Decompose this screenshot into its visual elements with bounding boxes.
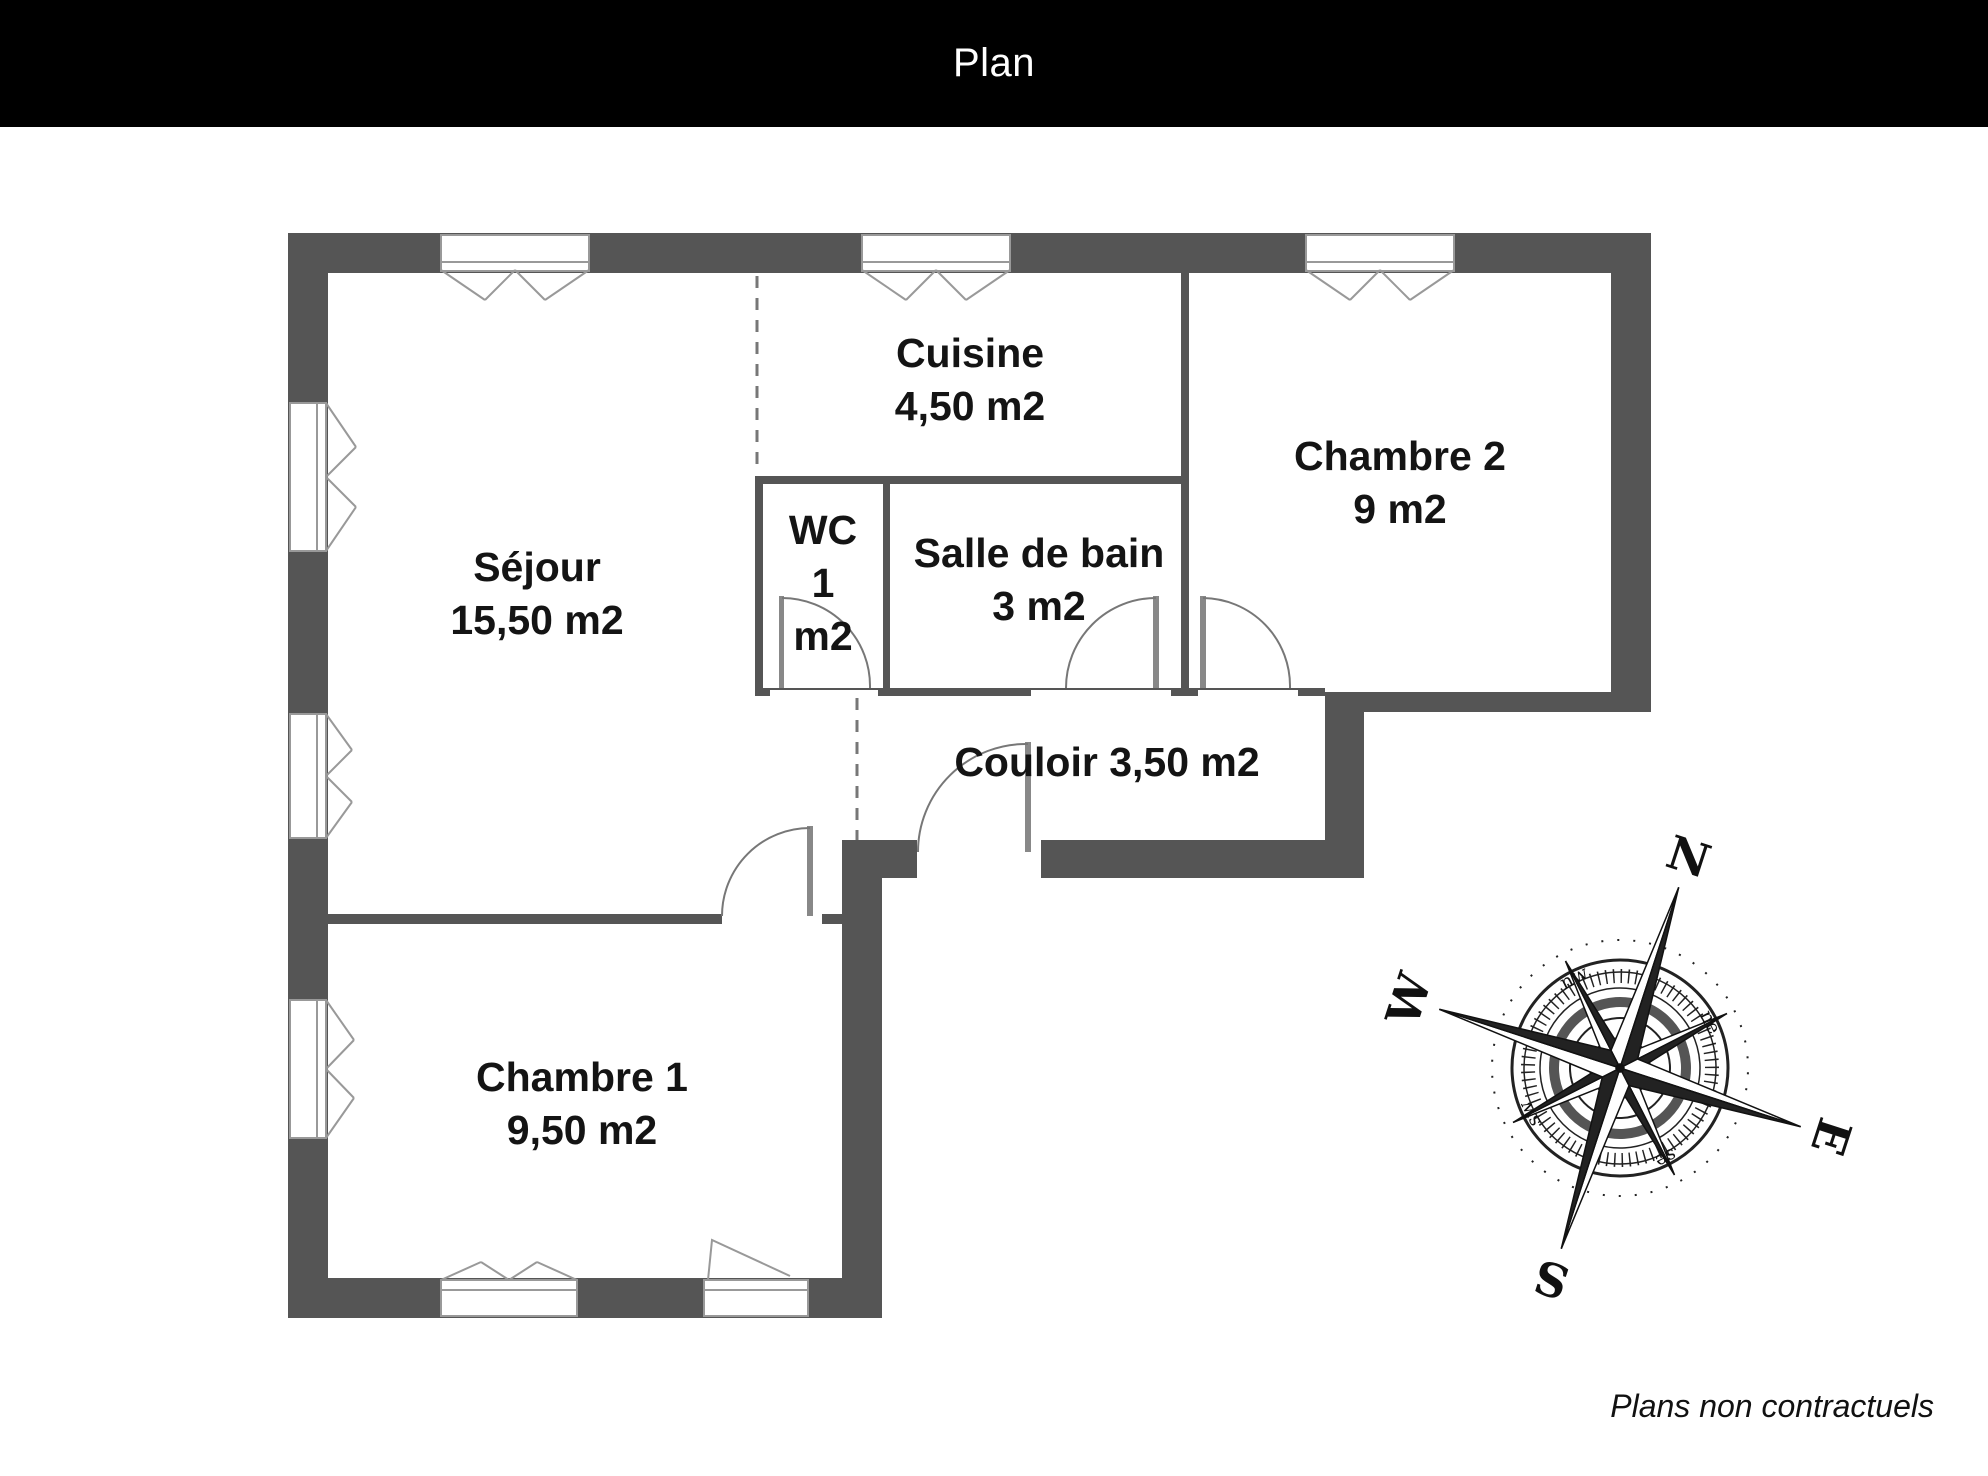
door-couloir-entry bbox=[917, 742, 1031, 853]
disclaimer-text: Plans non contractuels bbox=[1610, 1388, 1934, 1424]
label-wc-1: WC bbox=[789, 507, 857, 553]
label-chambre2-area: 9 m2 bbox=[1353, 486, 1446, 532]
door-sejour-chambre1 bbox=[721, 826, 813, 917]
label-cuisine-area: 4,50 m2 bbox=[895, 383, 1045, 429]
label-sejour-area: 15,50 m2 bbox=[450, 597, 623, 643]
label-chambre2-name: Chambre 2 bbox=[1294, 433, 1506, 479]
window-chambre1-left bbox=[289, 999, 355, 1139]
wall-cuisine-bottom bbox=[755, 476, 1189, 484]
label-wc-2: 1 bbox=[812, 560, 835, 606]
label-cuisine-name: Cuisine bbox=[896, 330, 1044, 376]
door-chambre2 bbox=[1200, 596, 1292, 689]
window-sejour-left-1 bbox=[289, 402, 357, 552]
door-wc bbox=[779, 596, 872, 689]
label-sdb-name: Salle de bain bbox=[914, 530, 1165, 576]
compass-north-label: N bbox=[1660, 825, 1717, 889]
wall-chambre1-top bbox=[328, 914, 842, 924]
door-swings bbox=[721, 596, 1292, 917]
label-couloir: Couloir 3,50 m2 bbox=[954, 739, 1259, 785]
compass-star-major bbox=[1439, 887, 1801, 1249]
windows bbox=[289, 234, 1455, 1317]
compass-se-label: se bbox=[1652, 1143, 1681, 1172]
label-sejour-name: Séjour bbox=[473, 544, 601, 590]
window-sejour-top bbox=[440, 234, 590, 301]
wall-right bbox=[1611, 233, 1651, 712]
compass-rose: N E S W ne se sw nw bbox=[1375, 825, 1862, 1310]
window-cuisine-top bbox=[861, 234, 1011, 301]
wall-chambre2-bottom bbox=[1325, 692, 1651, 712]
label-sdb-area: 3 m2 bbox=[992, 583, 1085, 629]
wall-right-lower bbox=[842, 840, 882, 1318]
wall-couloir-right bbox=[1325, 692, 1364, 878]
window-chambre2-top bbox=[1305, 234, 1455, 301]
page-title: Plan bbox=[952, 41, 1036, 85]
wall-wc-right bbox=[883, 484, 890, 694]
label-chambre1-area: 9,50 m2 bbox=[507, 1107, 657, 1153]
compass-west-label: W bbox=[1375, 965, 1443, 1033]
compass-east-label: E bbox=[1800, 1112, 1862, 1162]
door-openings bbox=[722, 690, 1298, 926]
open-separations bbox=[755, 276, 859, 840]
room-labels: Séjour 15,50 m2 Cuisine 4,50 m2 Chambre … bbox=[450, 330, 1506, 1153]
window-chambre1-bottom-2 bbox=[703, 1238, 809, 1317]
door-sdb bbox=[1065, 596, 1159, 689]
window-sejour-left-2 bbox=[289, 713, 353, 839]
header-bar: Plan bbox=[0, 0, 1988, 127]
compass-south-label: S bbox=[1527, 1248, 1575, 1310]
wall-wc-left bbox=[755, 476, 763, 694]
window-chambre1-bottom-1 bbox=[440, 1261, 578, 1317]
label-chambre1-name: Chambre 1 bbox=[476, 1054, 688, 1100]
label-wc-3: m2 bbox=[793, 613, 852, 659]
